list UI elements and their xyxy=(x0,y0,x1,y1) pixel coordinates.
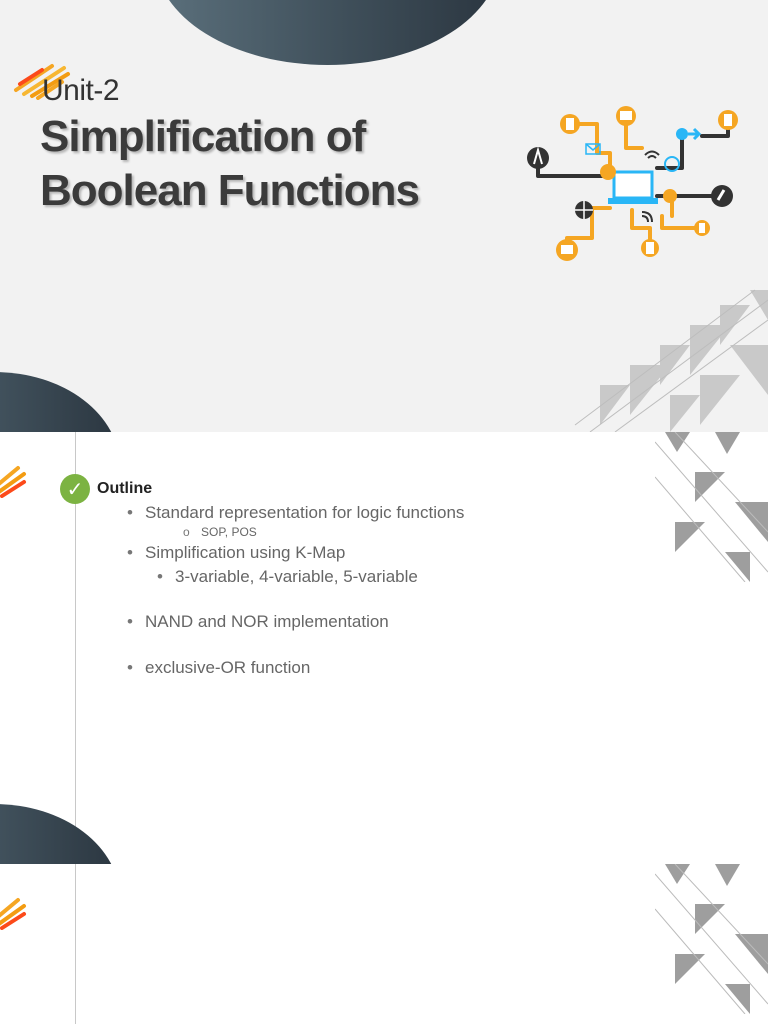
bullet: • xyxy=(127,503,133,522)
list-item: • Simplification using K-Map xyxy=(127,543,345,563)
next-slide-preview xyxy=(0,864,768,1024)
bullet: • xyxy=(127,612,133,631)
computer-network-illustration-icon xyxy=(527,106,738,261)
title-line-2: Boolean Functions xyxy=(40,166,420,215)
triangle-pattern-decoration xyxy=(655,432,768,582)
list-item: o SOP, POS xyxy=(183,525,257,539)
list-item-text: SOP, POS xyxy=(201,525,257,539)
orange-flame-icon xyxy=(0,898,26,930)
vertical-divider xyxy=(75,432,76,864)
list-item: • Standard representation for logic funct… xyxy=(127,503,464,523)
triangle-pattern-decoration xyxy=(574,289,768,432)
bullet: • xyxy=(127,543,133,562)
bottom-left-arc xyxy=(0,804,120,864)
list-item: • 3-variable, 4-variable, 5-variable xyxy=(157,567,418,587)
title-slide: Unit-2 Simplification of Boolean Functio… xyxy=(0,0,768,432)
vertical-divider xyxy=(75,864,76,1024)
unit-subtitle: Unit-2 xyxy=(42,74,120,107)
list-item-text: NAND and NOR implementation xyxy=(145,612,389,631)
bullet: • xyxy=(157,567,163,586)
list-item-text: Simplification using K-Map xyxy=(145,543,346,562)
slide-title: Simplification of Boolean Functions xyxy=(40,110,460,218)
list-item-text: exclusive-OR function xyxy=(145,658,311,677)
list-item-text: Standard representation for logic functi… xyxy=(145,503,465,522)
bullet: • xyxy=(127,658,133,677)
orange-flame-icon xyxy=(14,64,70,100)
bottom-left-arc xyxy=(0,372,120,432)
outline-heading: Outline xyxy=(97,480,153,497)
outline-slide: ✓ Outline • Standard representation for l… xyxy=(0,432,768,864)
title-line-1: Simplification of xyxy=(40,112,366,161)
checkmark-icon: ✓ xyxy=(60,474,90,504)
list-item: • exclusive-OR function xyxy=(127,658,310,678)
top-decorative-arc xyxy=(155,0,500,65)
list-item-text: 3-variable, 4-variable, 5-variable xyxy=(175,567,418,586)
orange-flame-icon xyxy=(0,466,26,498)
list-item: • NAND and NOR implementation xyxy=(127,612,389,632)
bullet: o xyxy=(183,525,190,539)
triangle-pattern-decoration xyxy=(655,864,768,1014)
